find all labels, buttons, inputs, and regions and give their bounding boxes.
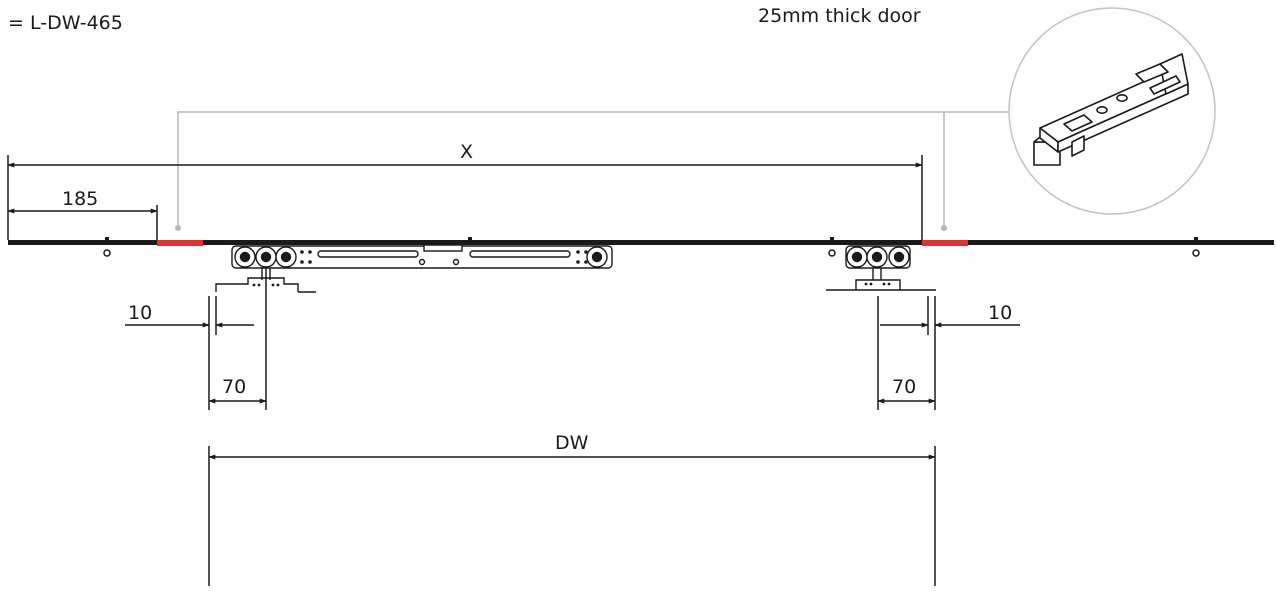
dimension-roller-right [877,296,936,410]
track-rail [8,237,1274,257]
dimension-gap-right-label: 10 [988,302,1012,324]
left-carriage [215,244,613,293]
dimension-dw-label: DW [555,432,589,454]
dimension-gap-left [125,296,254,410]
dimension-roller-left [208,268,267,410]
dimension-185 [7,205,158,240]
stopper-detail-icon [1008,7,1216,215]
dimension-roller-left-label: 70 [222,376,246,398]
formula-text: = L-DW-465 [8,12,123,34]
dimension-x [7,155,923,240]
dimension-x-label: X [460,141,473,163]
dimension-185-label: 185 [62,188,98,210]
door-thickness-note: 25mm thick door [758,5,921,27]
right-carriage [826,245,936,291]
dimension-dw [208,446,936,586]
dimension-roller-right-label: 70 [892,376,916,398]
dimension-gap-right [880,296,1020,410]
dimension-gap-left-label: 10 [128,302,152,324]
leader-lines [175,111,1010,231]
